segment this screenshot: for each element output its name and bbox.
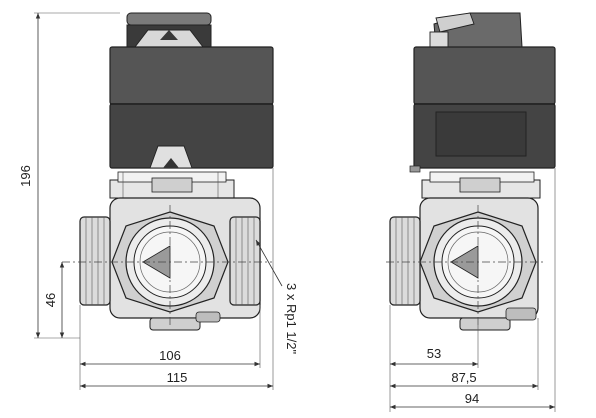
front-actuator-knob [126, 12, 212, 48]
front-actuator-body [109, 46, 274, 169]
dim-width-total-front: 115 [167, 370, 188, 385]
dim-side-width-mid: 87,5 [451, 370, 476, 385]
front-dimensions: 196 46 106 115 3 x Rp1 1/2" [18, 12, 299, 390]
side-actuator-top [429, 12, 523, 48]
dim-side-offset: 53 [427, 346, 441, 361]
dim-side-width-total: 94 [465, 391, 479, 406]
dim-height-axis: 46 [43, 293, 58, 307]
side-mounting-bracket [421, 171, 541, 199]
dim-height-total: 196 [18, 165, 33, 187]
side-valve-body [389, 197, 539, 331]
side-dimensions: 53 87,5 94 [389, 168, 556, 412]
side-view [386, 12, 556, 331]
connection-note: 3 x Rp1 1/2" [284, 283, 299, 354]
front-view [62, 12, 274, 331]
dim-width-body: 106 [159, 348, 181, 363]
side-actuator-body [409, 46, 556, 173]
front-mounting-bracket [109, 171, 235, 199]
